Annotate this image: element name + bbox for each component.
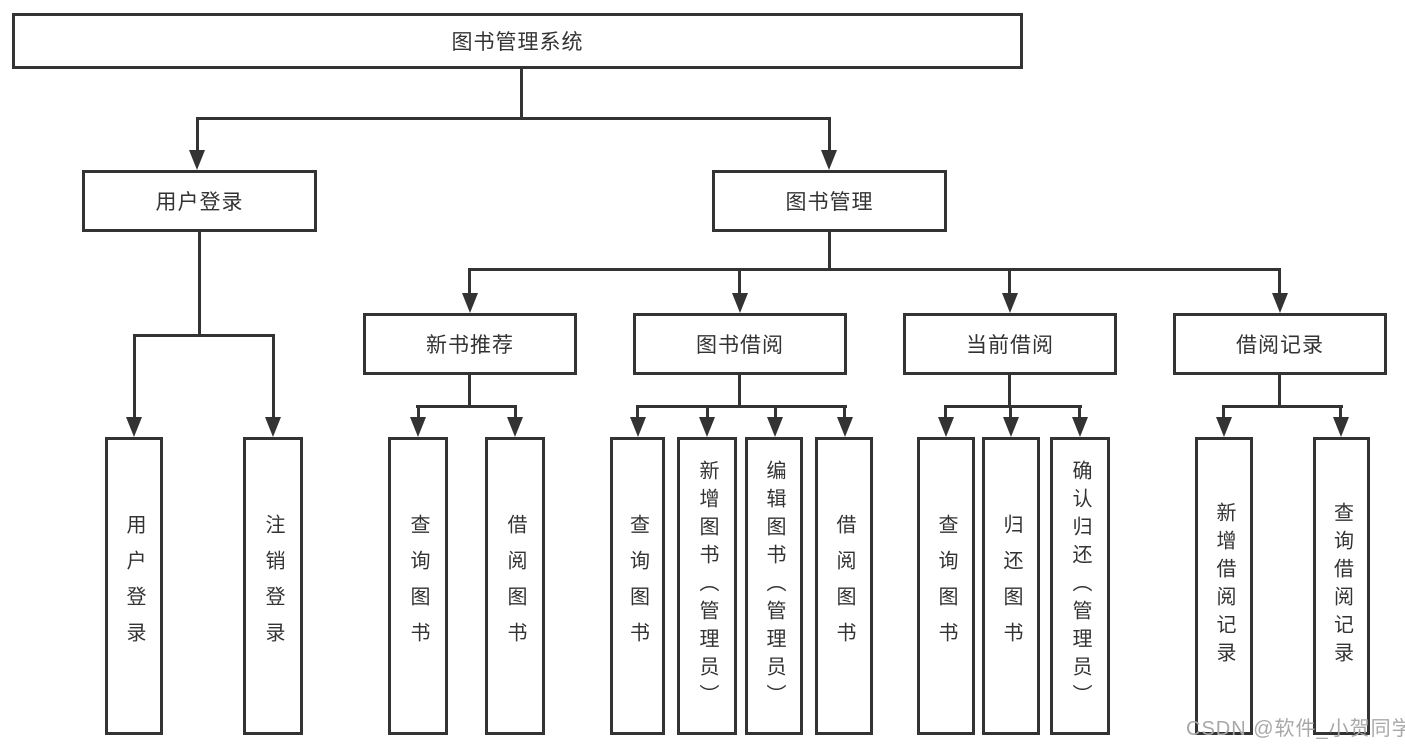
connector-stem [774,405,777,419]
node-label: 用户登录 [123,514,145,658]
arrow-down-icon [837,417,853,437]
leaf-query-book-borrow: 查询图书 [610,437,665,735]
connector-level1-bar [196,117,831,120]
connector-root-trunk [520,69,523,119]
leaf-query-book-current: 查询图书 [917,437,975,735]
arrow-down-icon [630,417,646,437]
node-label: 图书管理系统 [451,31,584,54]
connector-stem [514,405,517,419]
connector-stem [738,373,741,407]
node-label: 查询图书 [407,514,429,658]
leaf-borrow-book: 借阅图书 [815,437,873,735]
node-label: 借阅图书 [504,514,526,658]
arrow-down-icon [126,417,142,437]
arrow-down-icon [410,417,426,437]
connector-stem [828,230,831,270]
node-user-login: 用户登录 [82,170,317,232]
connector-stem [1339,405,1342,419]
connector-level2-bar [468,268,1281,271]
connector-bar [416,405,517,408]
connector-stem [1008,373,1011,407]
leaf-edit-book-admin: 编辑图书（管理员） [745,437,803,735]
node-label: 新增借阅记录 [1213,502,1235,670]
node-label: 借阅记录 [1236,334,1324,357]
leaf-add-borrow-record: 新增借阅记录 [1195,437,1253,735]
connector-stem [828,117,831,152]
node-label: 新增图书（管理员） [696,460,718,712]
node-label: 用户登录 [155,191,244,214]
arrow-down-icon [1333,417,1349,437]
arrow-down-icon [732,293,748,313]
leaf-query-book-recommend: 查询图书 [388,437,448,735]
node-new-book-recommend: 新书推荐 [363,313,577,375]
connector-stem [738,268,741,295]
node-label: 编辑图书（管理员） [763,460,785,712]
node-label: 确认归还（管理员） [1069,460,1091,712]
connector-bar [636,405,847,408]
node-label: 图书借阅 [696,334,784,357]
connector-stem [843,405,846,419]
connector-stem [1222,405,1225,419]
node-current-borrow: 当前借阅 [903,313,1117,375]
arrow-down-icon [1003,417,1019,437]
node-label: 注销登录 [262,514,284,658]
connector-stem [468,268,471,295]
csdn-watermark: CSDN @软件_小贺同学 [1186,718,1405,740]
connector-stem [468,373,471,407]
connector-stem [272,334,275,419]
connector-stem [1078,405,1081,419]
connector-stem [417,405,420,419]
connector-stem [706,405,709,419]
connector-bar [944,405,1082,408]
leaf-user-login: 用户登录 [105,437,163,735]
arrow-down-icon [767,417,783,437]
leaf-query-borrow-record: 查询借阅记录 [1313,437,1370,735]
arrow-down-icon [1216,417,1232,437]
arrow-down-icon [1072,417,1088,437]
connector-stem [196,117,199,152]
node-label: 查询图书 [935,514,957,658]
connector-bar [133,334,274,337]
arrow-down-icon [189,150,205,170]
leaf-add-book-admin: 新增图书（管理员） [677,437,737,735]
leaf-borrow-book-recommend: 借阅图书 [485,437,545,735]
connector-stem [1009,405,1012,419]
connector-stem [944,405,947,419]
connector-stem [1008,268,1011,295]
arrow-down-icon [507,417,523,437]
node-borrow-records: 借阅记录 [1173,313,1387,375]
node-label: 图书管理 [785,191,874,214]
arrow-down-icon [821,150,837,170]
arrow-down-icon [265,417,281,437]
arrow-down-icon [938,417,954,437]
connector-stem [1278,268,1281,295]
node-label: 查询借阅记录 [1330,502,1353,670]
arrow-down-icon [1002,293,1018,313]
node-label: 借阅图书 [833,514,855,658]
leaf-return-book: 归还图书 [982,437,1040,735]
node-book-management: 图书管理 [712,170,947,232]
node-label: 当前借阅 [966,334,1054,357]
node-book-borrow: 图书借阅 [633,313,847,375]
leaf-confirm-return-admin: 确认归还（管理员） [1050,437,1110,735]
connector-bar [1222,405,1343,408]
node-label: 归还图书 [1000,514,1022,658]
arrow-down-icon [462,293,478,313]
connector-stem [133,334,136,419]
node-label: 新书推荐 [426,334,514,357]
connector-stem [198,230,201,336]
leaf-logout: 注销登录 [243,437,303,735]
arrow-down-icon [699,417,715,437]
connector-stem [1278,373,1281,407]
node-label: 查询图书 [626,514,649,658]
node-root: 图书管理系统 [12,13,1023,69]
arrow-down-icon [1272,293,1288,313]
connector-stem [636,405,639,419]
